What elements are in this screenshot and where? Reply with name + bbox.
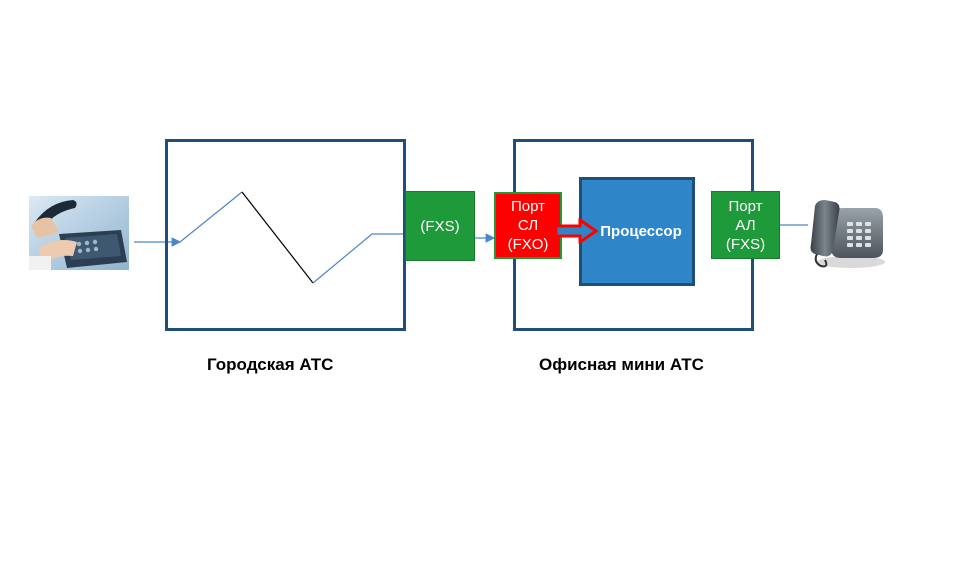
city-pbx-signal-path-c bbox=[312, 233, 405, 284]
subscriber-port-line-1: Порт bbox=[728, 197, 763, 215]
processor-block: Процессор bbox=[579, 177, 695, 286]
subscriber-port-line-3: (FXS) bbox=[725, 235, 766, 253]
desk-phone-icon bbox=[810, 200, 885, 268]
trunk-port-line-2: СЛ bbox=[517, 217, 539, 234]
office-pbx-caption: Офисная мини АТС bbox=[539, 355, 704, 374]
trunk-port-fxo: Порт СЛ (FXO) bbox=[494, 192, 562, 259]
city-pbx-signal-path-b bbox=[241, 191, 314, 284]
hand-dialing-phone-icon bbox=[29, 196, 129, 270]
city-pbx-fxs-port-label: (FXS) bbox=[420, 217, 460, 235]
trunk-port-line-3: (FXO) bbox=[507, 236, 549, 253]
processor-label: Процессор bbox=[600, 223, 682, 240]
city-pbx-signal-path-a bbox=[179, 191, 243, 243]
subscriber-port-fxs: Порт АЛ (FXS) bbox=[711, 191, 780, 259]
city-pbx-fxs-port: (FXS) bbox=[405, 191, 475, 261]
trunk-port-line-1: Порт bbox=[510, 198, 545, 215]
trunk-to-processor-arrow-icon bbox=[554, 218, 598, 244]
city-pbx-caption: Городская АТС bbox=[207, 355, 334, 374]
subscriber-port-line-2: АЛ bbox=[735, 216, 756, 234]
city-pbx-box bbox=[165, 139, 406, 331]
